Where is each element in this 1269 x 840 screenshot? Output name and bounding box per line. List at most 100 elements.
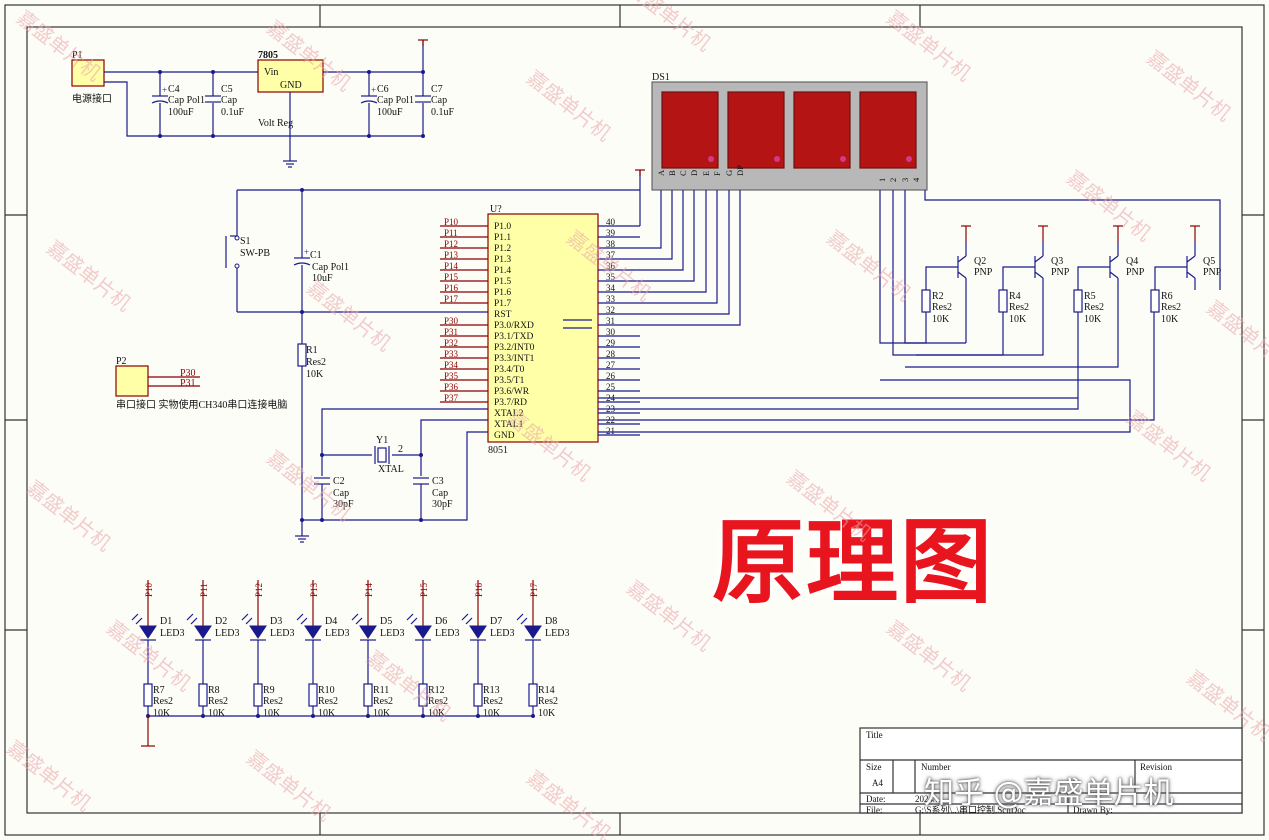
- segment-wire: [640, 190, 730, 315]
- resistor-symbol: [1150, 289, 1160, 313]
- mcu-pin-number: 40: [606, 217, 616, 227]
- display-seg-pin: F: [712, 171, 722, 176]
- led-type: LED3: [270, 628, 294, 639]
- display-com-pin: 1: [877, 178, 887, 182]
- led-arrow-icon: [296, 613, 304, 621]
- mcu-pin-number: 39: [606, 228, 616, 238]
- resistor-symbol: [143, 683, 153, 707]
- led-arrow-icon: [461, 613, 469, 621]
- led-net-label: P10: [144, 582, 154, 597]
- collector-wire: [905, 290, 1119, 368]
- p2-label: 串口接口 实物使用CH340串口连接电脑: [116, 398, 287, 411]
- r1-type: Res2: [306, 357, 326, 368]
- resistor-symbol: [253, 683, 263, 707]
- segment-wire: [640, 190, 741, 326]
- mcu-pin-name: XTAL2: [494, 409, 524, 419]
- mcu-net-label: P37: [444, 393, 459, 403]
- digit-frame: [727, 91, 785, 169]
- display-seg-pin: B: [667, 170, 677, 176]
- mcu-pin-name: P1.5: [494, 277, 511, 287]
- led-resistor-ref: R7: [153, 685, 165, 696]
- date-value: 2024/...: [915, 794, 942, 804]
- led-ref: D7: [490, 616, 502, 627]
- capacitor-plate: [293, 262, 311, 266]
- led-ref: D8: [545, 616, 557, 627]
- revision-label: Revision: [1140, 762, 1173, 772]
- led-net-label: P13: [309, 582, 319, 597]
- resistor-symbol: [921, 289, 931, 313]
- base-drive-wire: [598, 312, 1155, 421]
- mcu-pin-name: P1.3: [494, 255, 511, 265]
- mcu-net-label: P12: [444, 239, 458, 249]
- gnd-rail: [104, 81, 423, 137]
- led-resistor-type: Res2: [538, 696, 558, 707]
- junction-dot: [300, 310, 304, 314]
- resistor-ref: R4: [1009, 291, 1021, 302]
- c4-value: 100uF: [168, 107, 194, 118]
- resistor-type: Res2: [932, 302, 952, 313]
- base-wire: [1077, 266, 1110, 290]
- transistor-emitter: [1034, 255, 1044, 263]
- mcu-net-label: P34: [444, 360, 459, 370]
- led-resistor-value: 10K: [153, 708, 171, 719]
- c3-ref: C3: [432, 476, 444, 487]
- segment-wire: [640, 190, 684, 271]
- c7-ref: C7: [431, 84, 443, 95]
- led-arrow-icon: [300, 617, 308, 625]
- transistor-ref: Q5: [1203, 256, 1215, 267]
- mcu-pin-number: 21: [606, 426, 615, 436]
- transistor-type: PNP: [1051, 267, 1070, 278]
- display-seg-pin: D: [689, 170, 699, 176]
- segment-wire: [640, 190, 662, 249]
- mcu-pin-number: 30: [606, 327, 616, 337]
- segment-wire: [640, 190, 673, 260]
- drawn-by-label: Drawn By:: [1073, 805, 1113, 815]
- mcu-pin-number: 28: [606, 349, 616, 359]
- digit-frame: [859, 91, 917, 169]
- c1-ref: C1: [310, 250, 322, 261]
- gnd-wire: [302, 431, 488, 521]
- mcu-pin-name: XTAL1: [494, 420, 524, 430]
- mcu-pin-number: 34: [606, 283, 616, 293]
- base-wire: [1154, 266, 1187, 290]
- collector-wire: [924, 190, 1221, 290]
- resistor-symbol: [297, 343, 307, 367]
- mcu-pin-name: P3.5/T1: [494, 376, 525, 386]
- c7-type: Cap: [431, 95, 447, 106]
- led-arrow-icon: [465, 617, 473, 625]
- mcu-pin-number: 31: [606, 316, 615, 326]
- overlay-title: 原理图: [712, 509, 995, 616]
- y1-pin: 2: [398, 444, 403, 455]
- junction-dot: [211, 134, 215, 138]
- s1-ref: S1: [240, 236, 251, 247]
- led-arrow-icon: [351, 613, 359, 621]
- transistor-type: PNP: [974, 267, 993, 278]
- mcu-pin-number: 25: [606, 382, 616, 392]
- led-arrow-icon: [245, 617, 253, 625]
- capacitor-plate: [360, 100, 378, 104]
- junction-dot: [421, 134, 425, 138]
- resistor-symbol: [198, 683, 208, 707]
- transistor-type: PNP: [1203, 267, 1222, 278]
- resistor-symbol: [473, 683, 483, 707]
- mcu-pin-name: P3.7/RD: [494, 398, 527, 408]
- mcu-pin-name: GND: [494, 431, 515, 441]
- transistor-emitter: [1109, 255, 1119, 263]
- junction-dot: [421, 70, 425, 74]
- resistor-value: 10K: [1161, 314, 1179, 325]
- resistor-symbol: [998, 289, 1008, 313]
- led-icon: [414, 625, 432, 639]
- led-resistor-ref: R10: [318, 685, 335, 696]
- transistor-collector: [957, 271, 967, 279]
- switch-contact: [234, 263, 240, 269]
- resistor-symbol: [528, 683, 538, 707]
- mcu-net-label: P10: [444, 217, 459, 227]
- resistor-value: 10K: [932, 314, 950, 325]
- c2-value: 30pF: [333, 499, 354, 510]
- c1-type: Cap Pol1: [312, 262, 349, 273]
- resistor-value: 10K: [1009, 314, 1027, 325]
- mcu-pin-name: P3.3/INT1: [494, 354, 535, 364]
- mcu-pin-number: 27: [606, 360, 616, 370]
- mcu-pin-name: P1.0: [494, 222, 511, 232]
- led-icon: [524, 625, 542, 639]
